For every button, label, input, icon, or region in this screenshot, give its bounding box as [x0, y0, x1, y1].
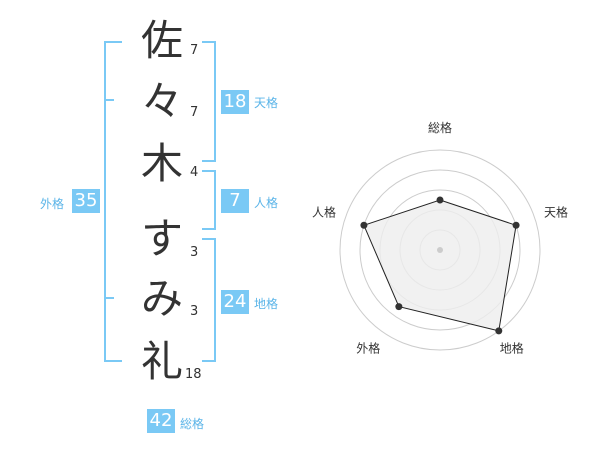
stroke-count-5: 3: [190, 304, 199, 319]
radar-polygon: [363, 199, 517, 332]
radar-axis-label-5: 人格: [312, 204, 336, 219]
radar-point-5: [360, 221, 368, 229]
chikaku-value: 24: [221, 290, 249, 314]
gaikaku-bracket-tick-top: [104, 99, 114, 101]
name-char-4: す: [140, 214, 183, 263]
chikaku-label: 地格: [254, 297, 279, 311]
gaikaku-bracket-tick-bottom: [104, 297, 114, 299]
gaikaku-label: 外格: [40, 197, 65, 211]
radar-axis-label-1: 総格: [428, 120, 452, 135]
stroke-count-1: 7: [190, 43, 199, 58]
radar-point-2: [512, 221, 520, 229]
radar-point-1: [436, 196, 444, 204]
jinkaku-value: 7: [221, 189, 249, 213]
tenkaku-label: 天格: [254, 96, 279, 110]
jinkaku-label: 人格: [254, 196, 279, 210]
tenkaku-bracket: [202, 41, 216, 162]
radar-axis-label-2: 天格: [544, 204, 568, 219]
name-char-3: 木: [140, 139, 183, 188]
name-char-1: 佐: [140, 16, 183, 65]
jinkaku-bracket: [202, 170, 216, 230]
name-char-2: 々: [140, 77, 183, 126]
radar-ring: [339, 149, 541, 351]
tenkaku-value: 18: [221, 90, 249, 114]
stroke-count-3: 4: [190, 165, 199, 180]
soukaku-label: 総格: [180, 417, 205, 431]
radar-axis-label-3: 地格: [500, 341, 524, 356]
name-char-5: み: [140, 274, 183, 323]
gaikaku-value: 35: [72, 189, 100, 213]
soukaku-value: 42: [147, 409, 175, 433]
radar-ring: [359, 169, 521, 331]
gaikaku-bracket: [104, 41, 122, 362]
name-char-6: 礼: [140, 337, 183, 386]
stroke-count-4: 3: [190, 245, 199, 260]
radar-center-dot: [437, 247, 443, 253]
stroke-count-2: 7: [190, 105, 199, 120]
chikaku-bracket: [202, 238, 216, 362]
radar-point-3: [495, 327, 503, 335]
radar-point-4: [395, 303, 403, 311]
radar-axis-label-4: 外格: [356, 341, 380, 356]
stroke-count-6: 18: [185, 367, 202, 382]
